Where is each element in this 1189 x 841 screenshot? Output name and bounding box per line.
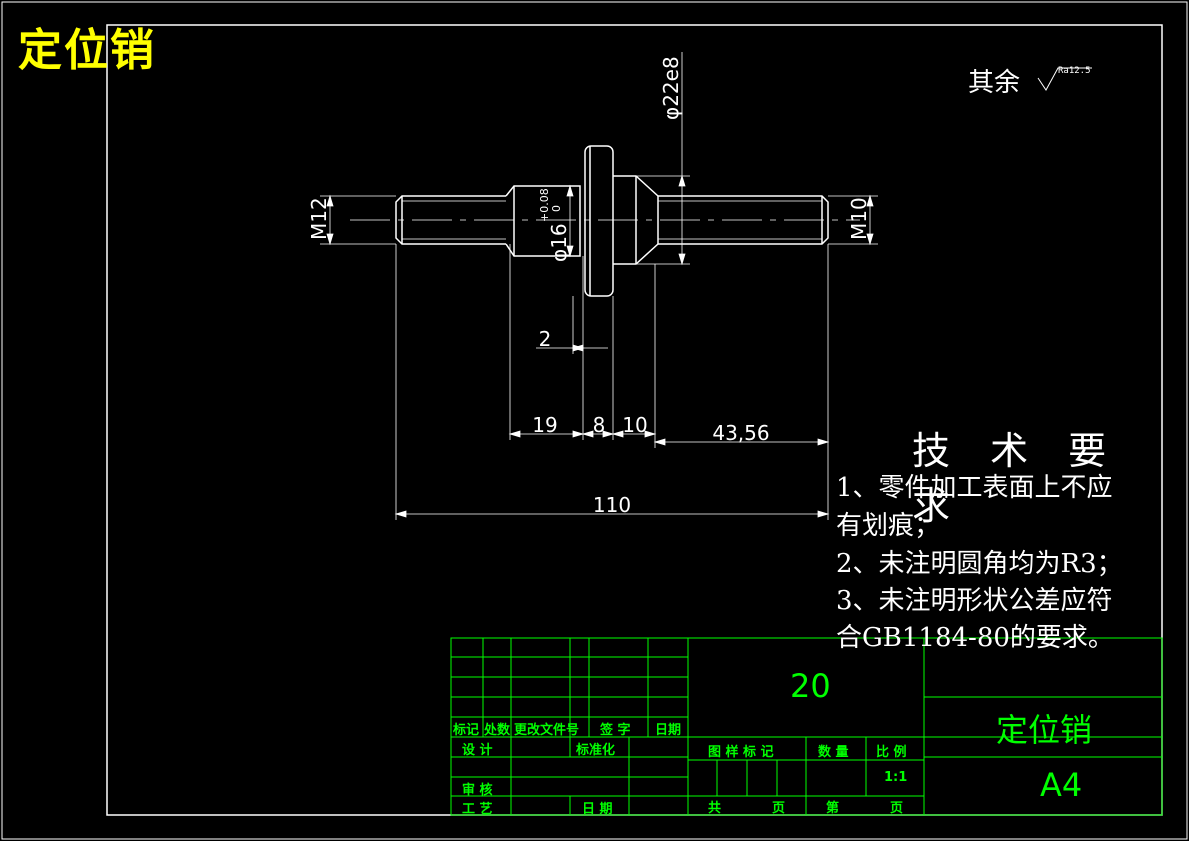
tb-sign: 签 字 — [600, 723, 631, 738]
tb-scale: 1:1 — [884, 770, 908, 785]
tb-quantity: 数 量 — [818, 745, 849, 760]
dim-8: 8 — [593, 413, 606, 437]
tb-total: 共 — [708, 801, 722, 816]
dim-2: 2 — [539, 327, 552, 351]
requirement-line: 3、未注明形状公差应符 — [836, 586, 1113, 616]
dim-d22: φ22e8 — [659, 56, 683, 120]
drawing-title: 定位销 — [18, 25, 156, 76]
tb-size: A4 — [1040, 766, 1083, 804]
thread-lines — [402, 200, 822, 240]
tb-date: 日期 — [655, 723, 682, 738]
part-outline — [395, 145, 829, 297]
roughness-label: 其余 — [968, 68, 1021, 98]
tb-part-name: 定位销 — [996, 711, 1093, 749]
title-block-grid — [450, 637, 1163, 816]
dimension-texts: 19 8 10 43,56 110 2 φ22e8 M12 M10 φ16 +0… — [307, 56, 871, 517]
dim-d16-lower: 0 — [550, 205, 563, 212]
dim-19: 19 — [532, 413, 557, 437]
requirement-line: 1、零件加工表面上不应 — [836, 473, 1113, 503]
roughness-value: Ra12.5 — [1058, 66, 1091, 76]
dim-43-56: 43,56 — [712, 421, 769, 445]
tb-date-label: 日 期 — [582, 802, 613, 817]
tb-material: 20 — [790, 667, 831, 705]
tb-doc: 更改文件号 — [514, 723, 580, 738]
tb-process: 工 艺 — [462, 802, 493, 817]
requirement-line: 合GB1184-80的要求。 — [836, 623, 1114, 653]
roughness-symbol — [1037, 67, 1092, 91]
dim-m10: M10 — [847, 197, 871, 240]
tb-page1: 页 — [772, 801, 786, 816]
tb-review: 审 核 — [462, 783, 493, 798]
tb-design: 设 计 — [462, 743, 493, 758]
requirements-title: 技 术 要 求 — [912, 429, 1121, 528]
dim-10: 10 — [622, 413, 647, 437]
dim-m12: M12 — [307, 197, 331, 240]
dim-d16: φ16 — [547, 223, 571, 262]
tb-mark: 标记 — [453, 723, 480, 738]
tb-page2: 页 — [890, 801, 904, 816]
requirement-line: 2、未注明圆角均为R3； — [836, 549, 1123, 579]
tb-count: 处数 — [484, 723, 511, 738]
dim-110: 110 — [593, 493, 631, 517]
tb-scale-label: 比 例 — [876, 745, 907, 760]
dim-d16-upper: +0.08 — [538, 188, 551, 222]
dimension-lines — [320, 52, 878, 520]
requirement-line: 有划痕； — [836, 511, 941, 541]
tb-standard: 标准化 — [576, 743, 616, 758]
tb-nth: 第 — [826, 801, 840, 816]
tb-drawing-mark: 图 样 标 记 — [708, 745, 774, 760]
